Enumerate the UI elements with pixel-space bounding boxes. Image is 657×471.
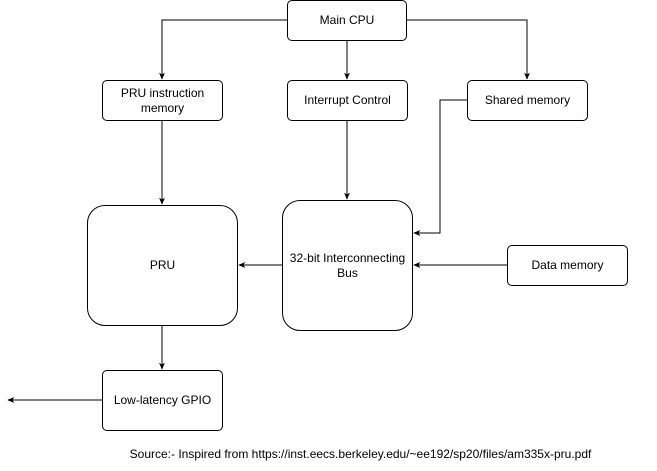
interrupt-control-label: Interrupt Control	[304, 93, 391, 107]
source-caption: Source:- Inspired from https://inst.eecs…	[129, 447, 592, 461]
interrupt-control-box: Interrupt Control	[287, 80, 408, 121]
low-latency-gpio-label: Low-latency GPIO	[113, 393, 212, 407]
pru-instruction-memory-box: PRU instruction memory	[102, 80, 223, 121]
interconnect-bus-box: 32-bit Interconnecting Bus	[282, 200, 413, 331]
edge-shared-memory-to-bus	[413, 99, 467, 236]
data-memory-label: Data memory	[531, 258, 604, 272]
edge-cpu-to-pru-instruction-memory	[159, 19, 287, 80]
edge-cpu-to-shared-memory	[407, 19, 530, 80]
main-cpu-label: Main CPU	[319, 13, 375, 27]
pru-label: PRU	[149, 258, 176, 272]
data-memory-box: Data memory	[507, 245, 628, 286]
main-cpu-box: Main CPU	[287, 0, 407, 41]
interconnect-bus-label: 32-bit Interconnecting Bus	[289, 250, 406, 280]
pru-box: PRU	[87, 205, 238, 326]
shared-memory-box: Shared memory	[467, 80, 588, 121]
shared-memory-label: Shared memory	[484, 93, 571, 107]
low-latency-gpio-box: Low-latency GPIO	[102, 370, 223, 431]
pru-instruction-memory-label: PRU instruction memory	[120, 85, 205, 115]
